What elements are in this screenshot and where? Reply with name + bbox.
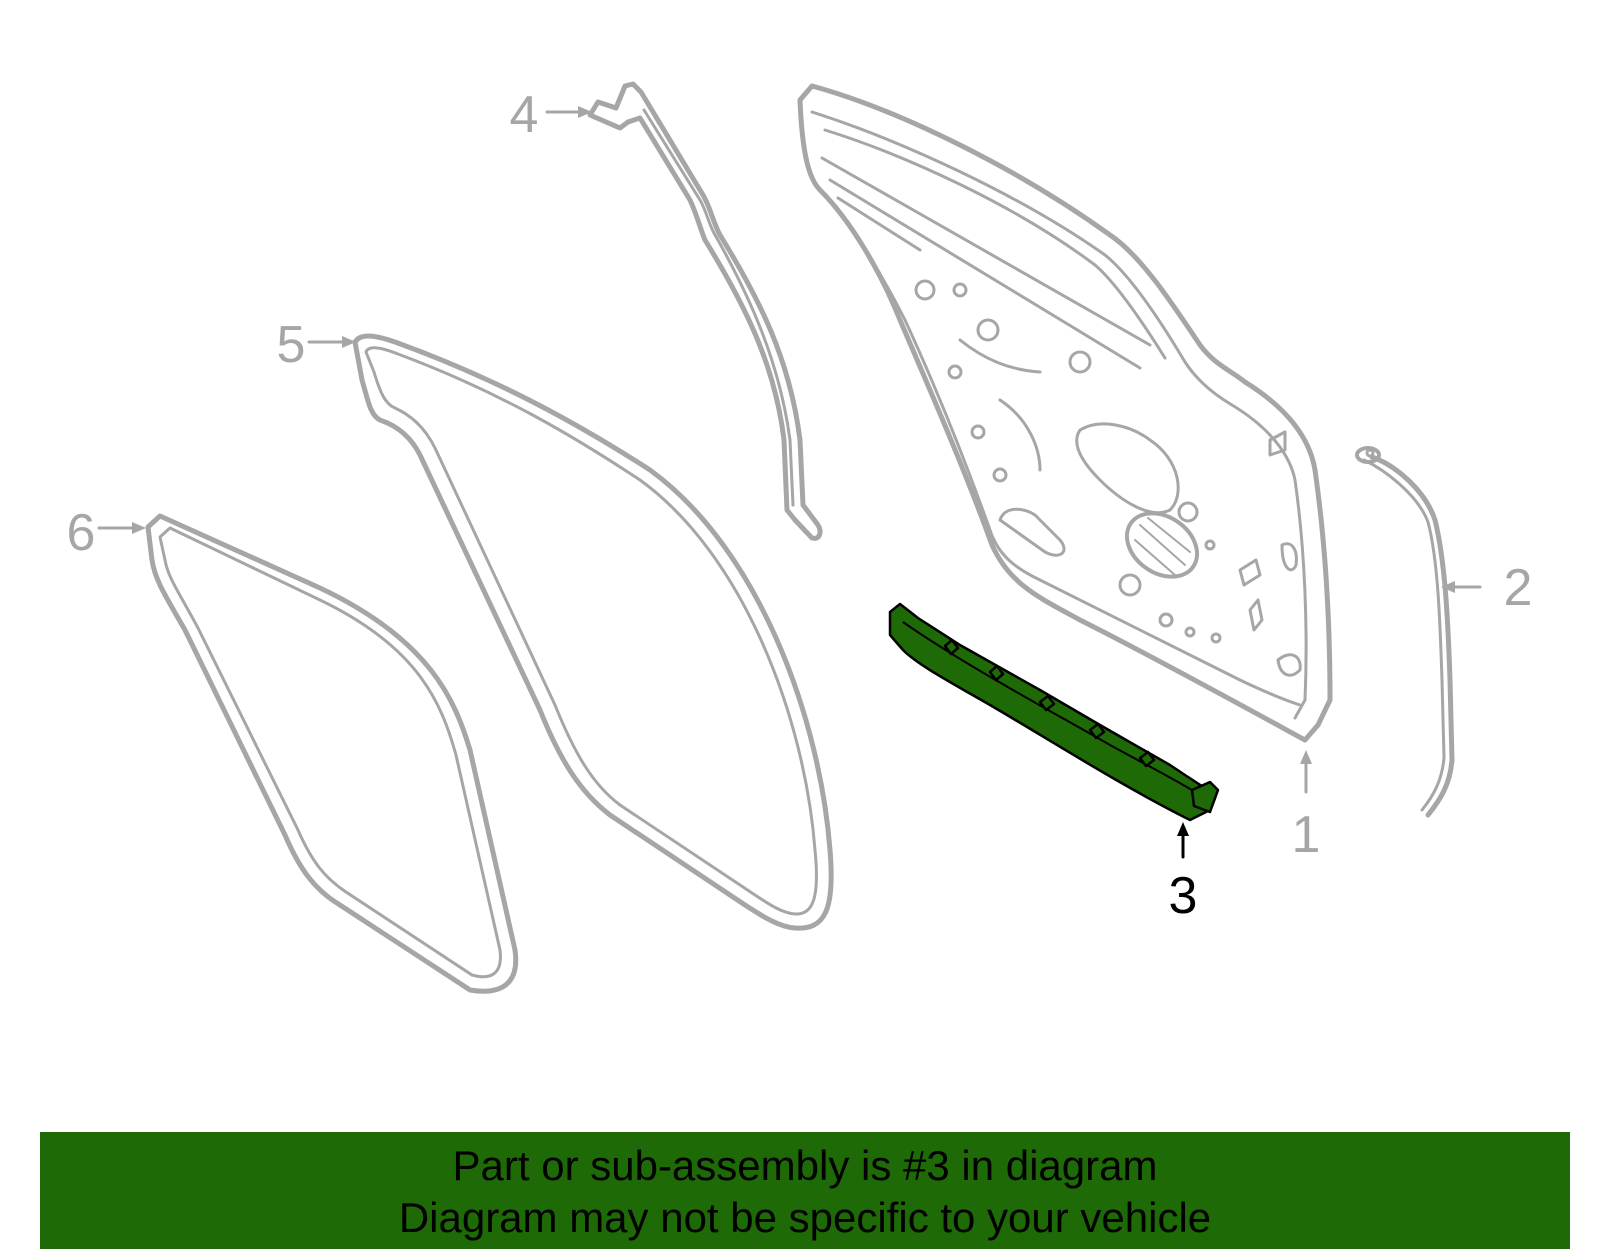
part-4-frame-seal[interactable]: [587, 81, 823, 541]
callout-label-1[interactable]: 1: [1292, 806, 1321, 864]
callout-label-5[interactable]: 5: [277, 316, 306, 374]
part-3-belt-molding[interactable]: [888, 602, 1220, 822]
part-2-cable[interactable]: [1355, 446, 1455, 818]
info-banner: Part or sub-assembly is #3 in diagram Di…: [40, 1132, 1570, 1249]
part-6-weatherstrip[interactable]: [145, 513, 519, 994]
callout-arrow-3: [1177, 822, 1189, 859]
callout-arrows: [97, 106, 1482, 794]
callout-label-6[interactable]: 6: [67, 504, 96, 562]
part-5-weatherstrip[interactable]: [352, 333, 834, 931]
callout-label-4[interactable]: 4: [510, 86, 539, 144]
part-1-door-shell[interactable]: [797, 83, 1333, 743]
banner-line-part: Part or sub-assembly is #3 in diagram: [452, 1142, 1158, 1189]
callout-label-2[interactable]: 2: [1504, 559, 1533, 617]
banner-line-disclaimer: Diagram may not be specific to your vehi…: [398, 1194, 1212, 1241]
callout-label-3[interactable]: 3: [1169, 867, 1198, 925]
